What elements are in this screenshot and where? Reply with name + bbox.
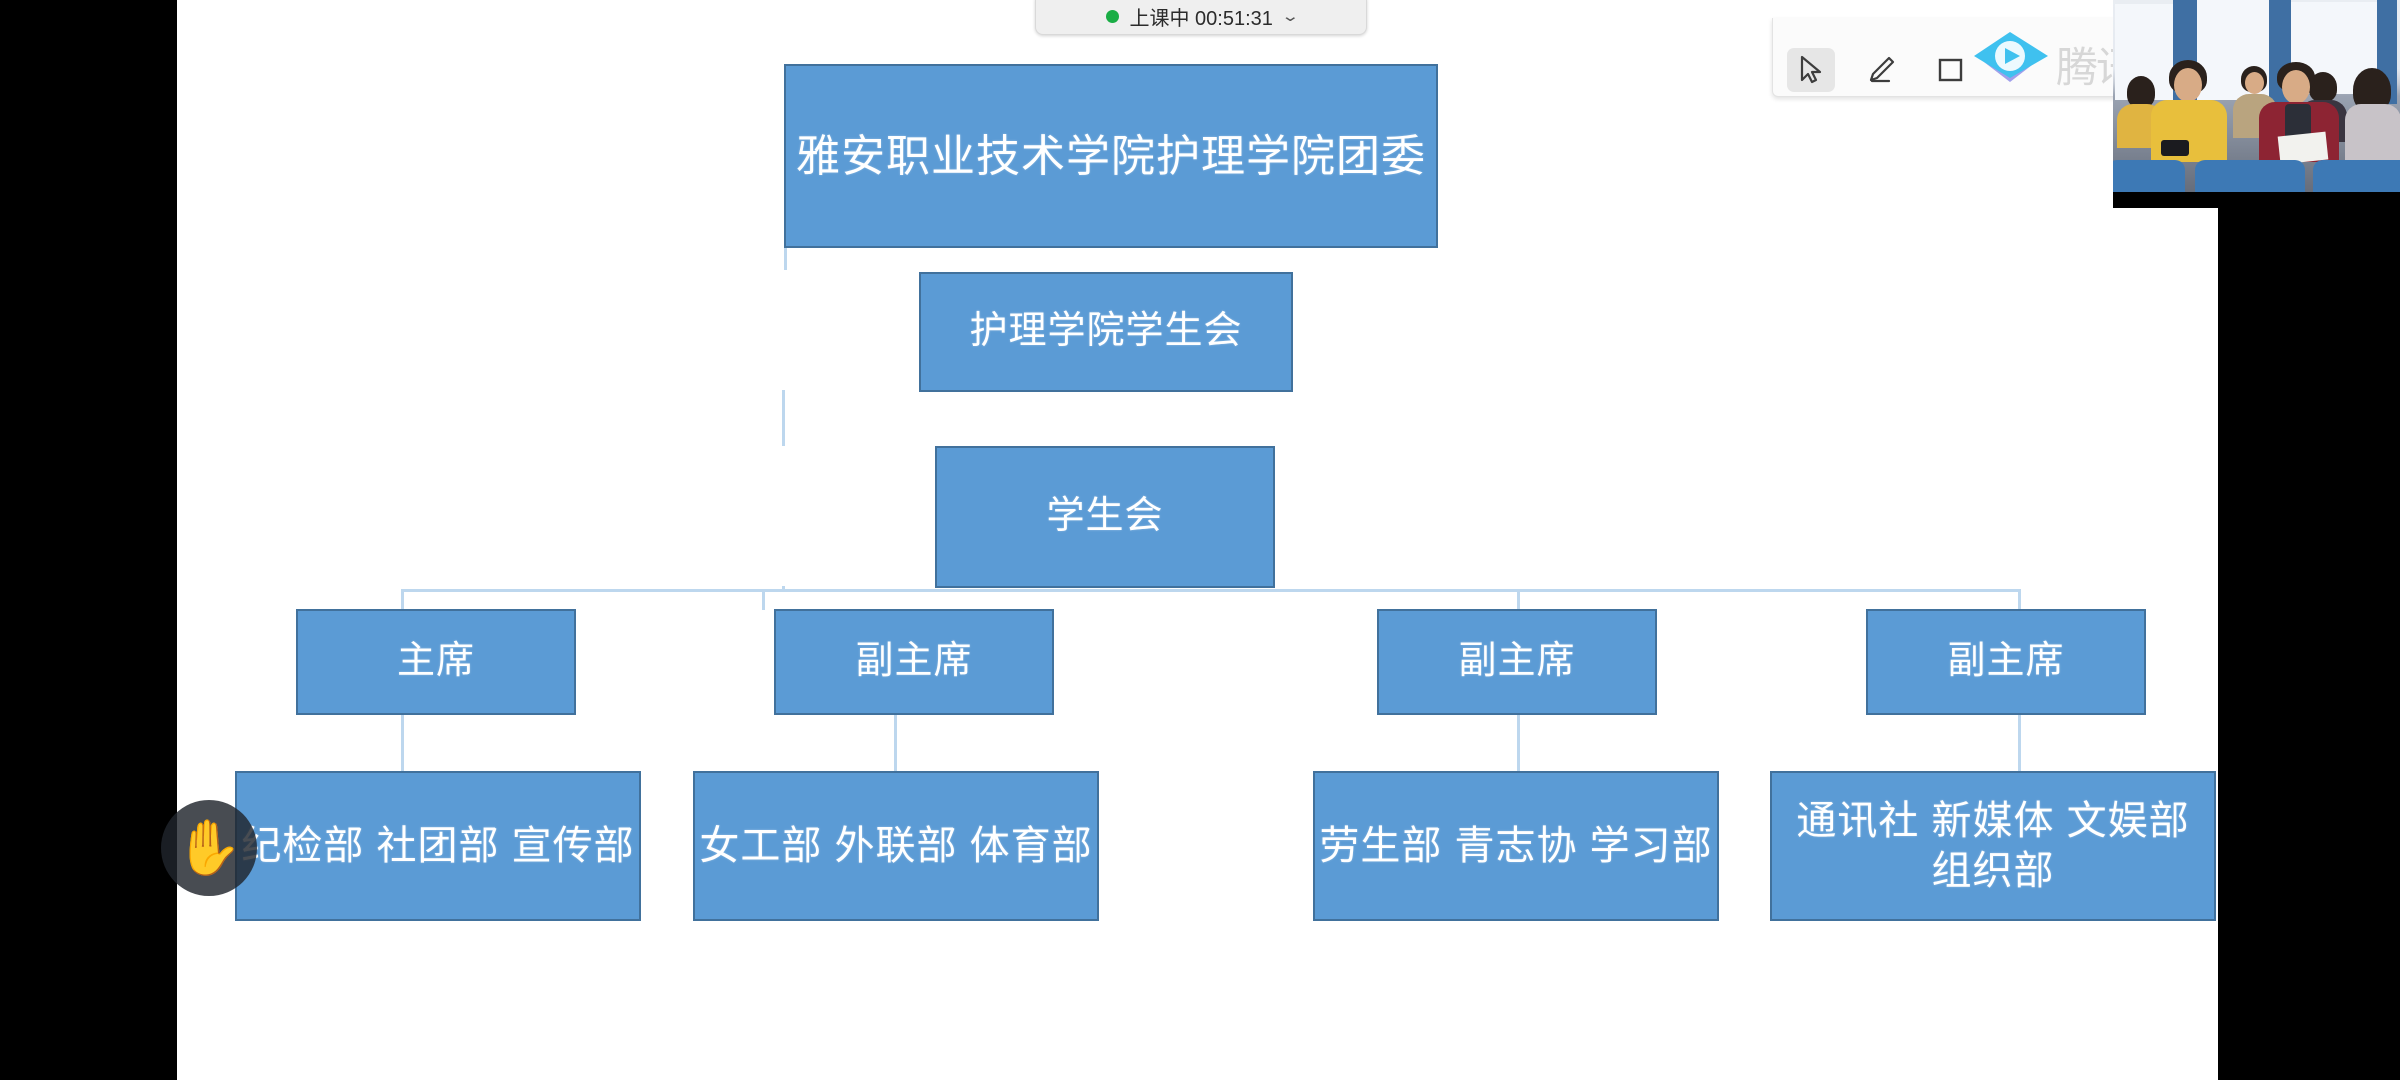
pen-icon	[1869, 56, 1895, 83]
org-node-vicechair-3[interactable]: 副主席	[1866, 609, 2146, 715]
org-node-chair[interactable]: 主席	[296, 609, 576, 715]
org-node-departments-3[interactable]: 劳生部 青志协 学习部	[1313, 771, 1719, 921]
org-node-label: 劳生部 青志协 学习部	[1319, 824, 1713, 868]
slide-canvas[interactable]: 雅安职业技术学院护理学院团委 护理学院学生会 学生会 主席 副主席 副主席 副主…	[177, 0, 2218, 1080]
org-node-label: 学生会	[1046, 495, 1164, 538]
connector-bus-n7	[2018, 589, 2021, 610]
connector-bus-horizontal	[401, 589, 2021, 592]
cursor-icon	[1800, 55, 1822, 84]
connector-n5-n9	[894, 715, 897, 771]
org-node-label: 副主席	[1947, 640, 2065, 683]
tool-pen-button[interactable]	[1857, 48, 1905, 92]
org-node-departments-4[interactable]: 通讯社 新媒体 文娱部 组织部	[1770, 771, 2216, 921]
org-node-label: 女工部 外联部 体育部	[699, 824, 1093, 868]
connector-n6-n10	[1517, 715, 1520, 771]
org-node-label: 主席	[396, 640, 475, 683]
pan-tool-button[interactable]: ✋	[161, 800, 257, 896]
pip-student-head	[2174, 68, 2202, 102]
org-node-vicechair-1[interactable]: 副主席	[774, 609, 1054, 715]
org-node-level1[interactable]: 护理学院学生会	[919, 272, 1293, 392]
pip-student-head	[2282, 70, 2310, 104]
annotation-toolbar[interactable]	[1772, 18, 2170, 97]
hand-icon: ✋	[175, 816, 243, 879]
square-icon	[1938, 58, 1963, 82]
chevron-down-icon[interactable]: ⌄	[1280, 8, 1300, 25]
pip-bottom-edge	[2113, 192, 2400, 208]
pip-student-head	[2245, 72, 2264, 94]
org-node-departments-2[interactable]: 女工部 外联部 体育部	[693, 771, 1099, 921]
org-node-departments-1[interactable]: 纪检部 社团部 宣传部	[235, 771, 641, 921]
connector-bus-n5	[762, 589, 765, 610]
live-status-dot	[1105, 9, 1119, 23]
classroom-camera-pip[interactable]	[2113, 0, 2400, 208]
tool-cursor-button[interactable]	[1787, 48, 1835, 92]
connector-n3-bus	[782, 586, 785, 590]
org-node-label: 护理学院学生会	[969, 310, 1243, 353]
org-node-label: 雅安职业技术学院护理学院团委	[796, 131, 1426, 181]
tool-shape-button[interactable]	[1927, 48, 1975, 92]
pip-phone	[2161, 140, 2189, 156]
org-node-label: 通讯社 新媒体 文娱部 组织部	[1796, 799, 2190, 893]
class-status-text: 上课中 00:51:31	[1129, 7, 1273, 30]
pip-student-hair	[2127, 76, 2155, 108]
org-node-vicechair-2[interactable]: 副主席	[1377, 609, 1657, 715]
connector-n2-n3	[782, 390, 785, 446]
org-node-label: 纪检部 社团部 宣传部	[241, 824, 635, 868]
connector-bus-n6	[1517, 589, 1520, 610]
org-node-label: 副主席	[855, 640, 973, 683]
org-node-label: 副主席	[1458, 640, 1576, 683]
org-node-root[interactable]: 雅安职业技术学院护理学院团委	[784, 64, 1438, 248]
connector-n7-n11	[2018, 715, 2021, 771]
connector-bus-n4	[401, 589, 404, 610]
class-status-pill[interactable]: 上课中 00:51:31 ⌄	[1035, 0, 1367, 35]
org-node-level2[interactable]: 学生会	[935, 446, 1275, 588]
pip-student-body	[2345, 104, 2400, 162]
connector-n4-n8	[401, 715, 404, 771]
